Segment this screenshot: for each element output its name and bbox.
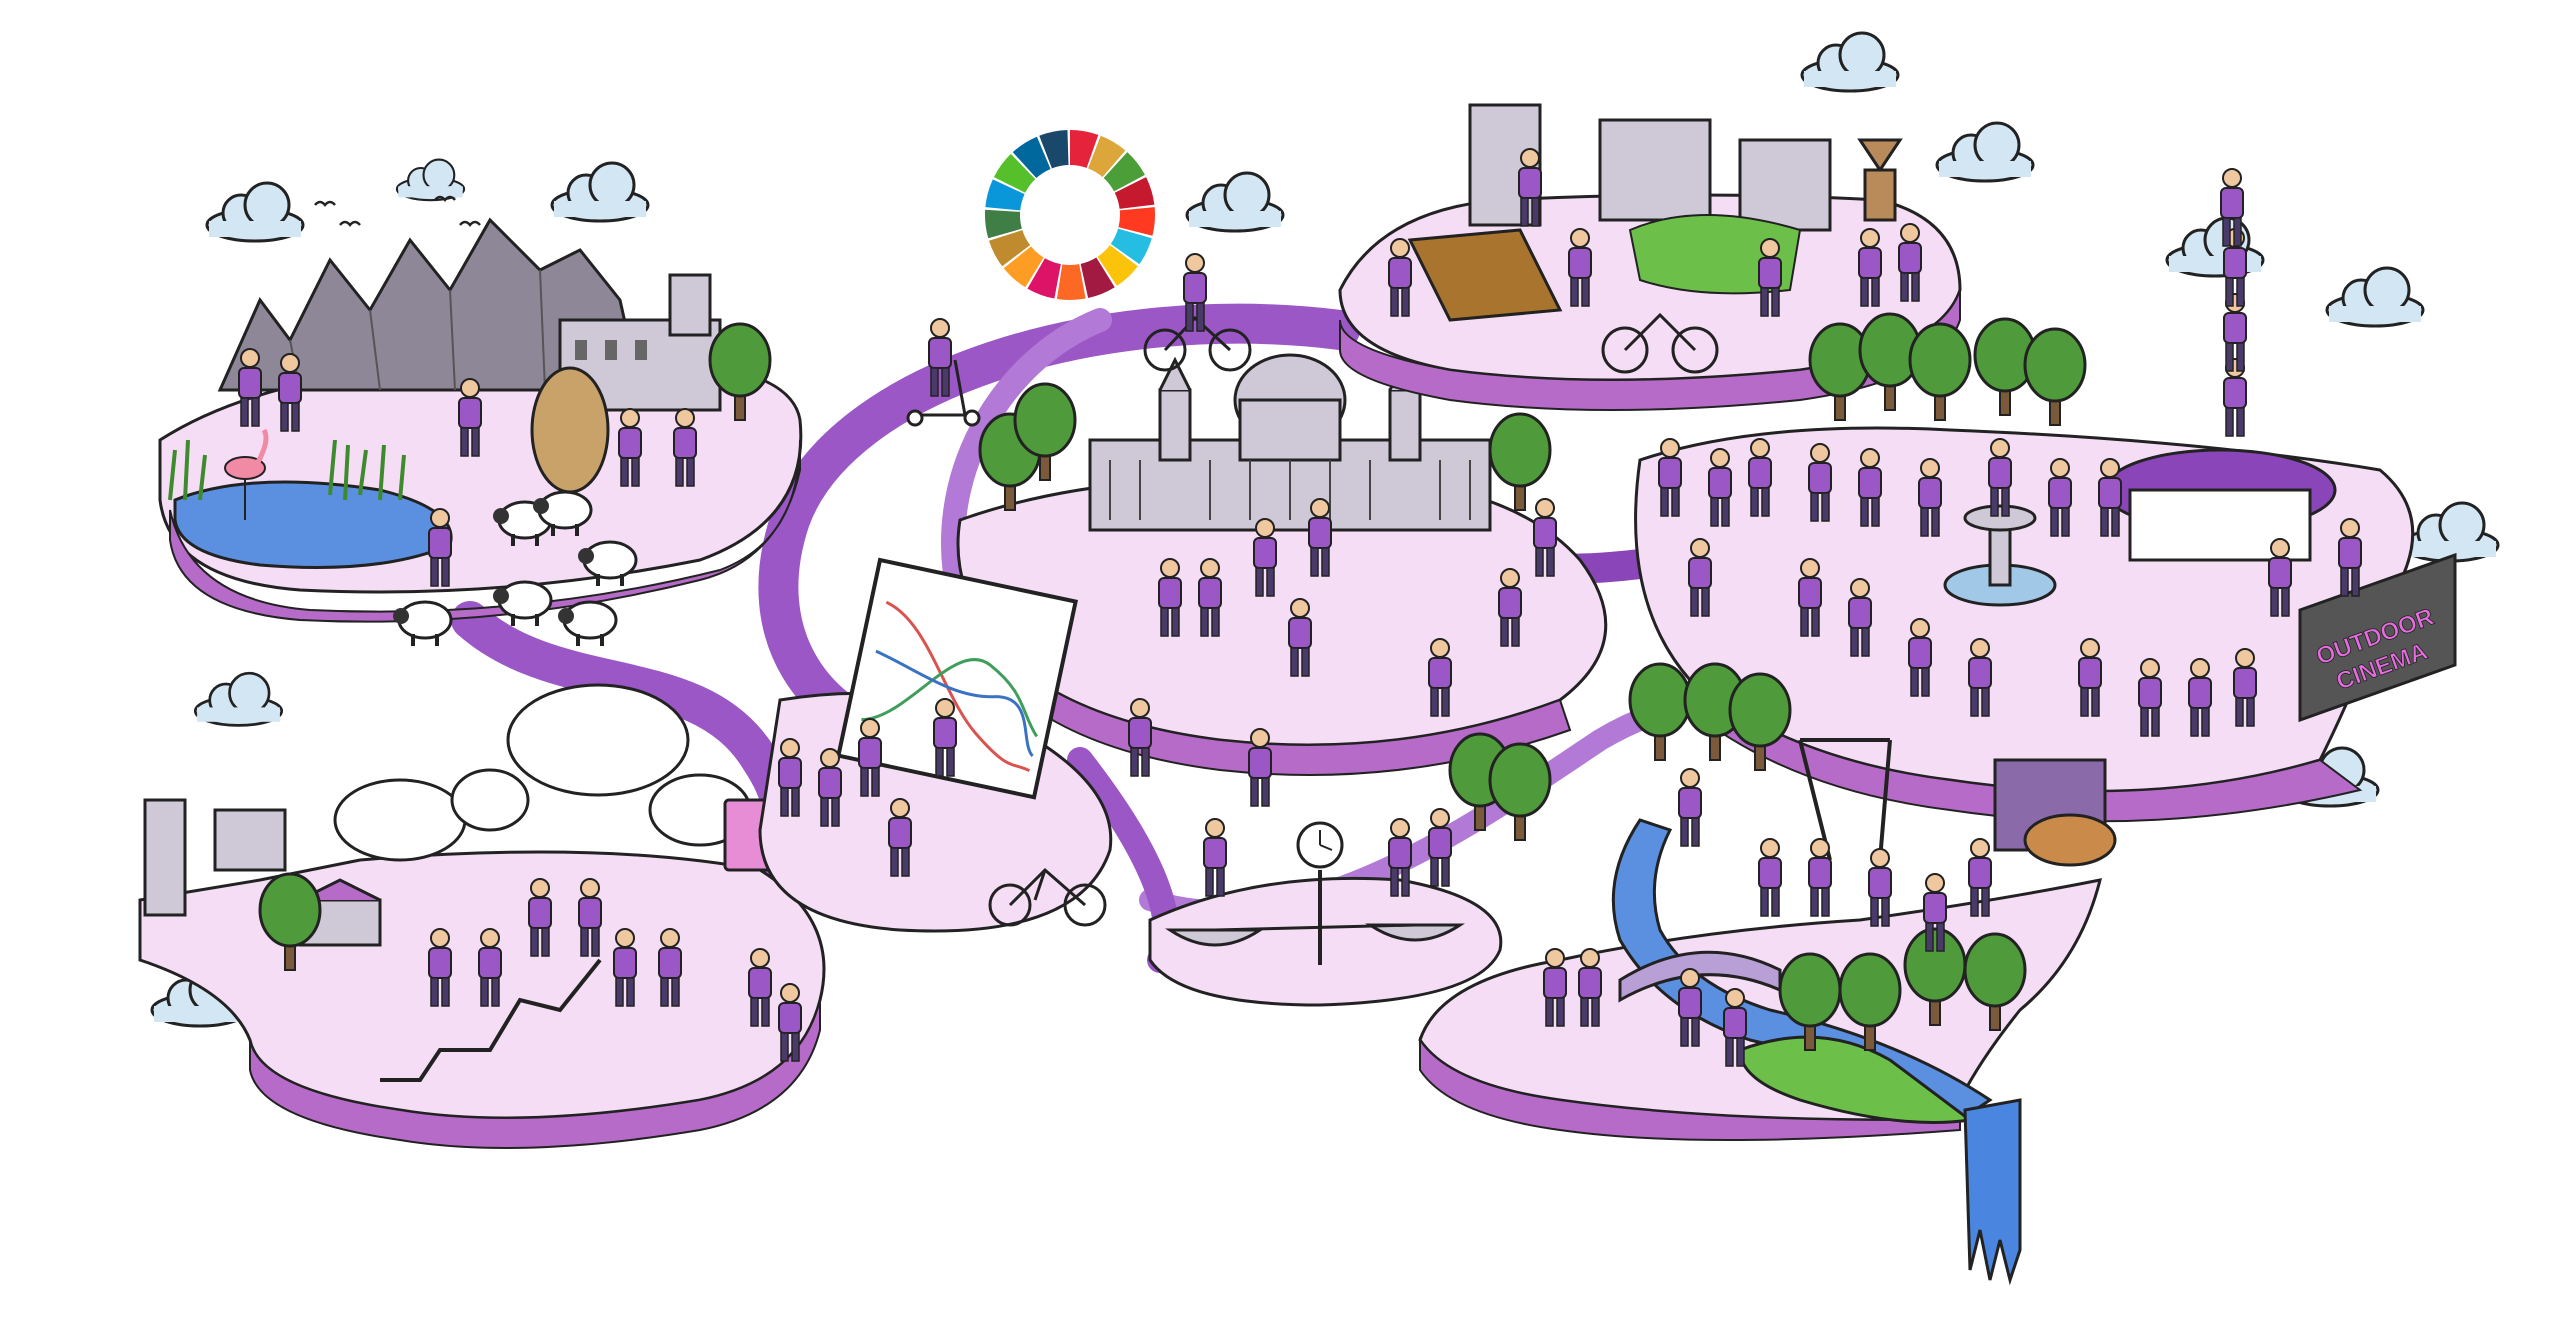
island-nature (158, 217, 803, 648)
birds (313, 195, 482, 227)
island-palace (956, 353, 1608, 776)
island-river-park (1418, 662, 2117, 1286)
cloud-icon (395, 158, 466, 202)
sdg-segment (1027, 258, 1061, 299)
sdg-segment (1114, 177, 1155, 209)
sdg-center (1022, 167, 1118, 263)
waterfall-icon (1963, 1098, 2022, 1286)
cloud-icon (2325, 266, 2425, 328)
island-culture: OUTDOOR CINEMA (1634, 168, 2457, 823)
sdg-segment (1003, 246, 1044, 288)
palace-building (1088, 353, 1492, 532)
sdg-segment (993, 153, 1036, 193)
plaza-chart-board (758, 557, 1272, 933)
sdg-segment (985, 209, 1022, 239)
cloud-icon (550, 161, 650, 223)
cloud-icon (2400, 501, 2500, 563)
sdg-segment (988, 230, 1031, 267)
thought-bubble-icon (333, 683, 752, 862)
scooter-icon (906, 359, 981, 427)
fountain-icon (1943, 504, 2057, 607)
bird-icon (313, 200, 337, 207)
balance-scale-icon (1165, 870, 1465, 965)
monastery (558, 273, 722, 412)
bicycle-icon (988, 867, 1107, 927)
sdg-segment (1080, 257, 1115, 299)
swing-icon (1857, 138, 1903, 222)
sdg-wheel-icon (985, 130, 1155, 300)
sdg-segment (1070, 130, 1099, 168)
bird-icon (458, 220, 482, 227)
sdg-segment (1012, 136, 1051, 179)
sdg-segment (1088, 135, 1126, 178)
bird-icon (338, 220, 362, 227)
sheep-icon (391, 600, 453, 648)
island-community (138, 683, 826, 1149)
cloud-icon (1800, 31, 1900, 93)
sheep-icon (491, 580, 553, 628)
apartment-blocks (143, 798, 382, 947)
cloud-icon (2165, 216, 2265, 278)
reeds (168, 439, 406, 501)
bicycle-icon (1143, 315, 1252, 372)
cloud-icon (1185, 171, 1285, 233)
sdg-segment (985, 179, 1025, 211)
sdg-segment (1103, 152, 1145, 192)
cloud-icon (1935, 121, 2035, 183)
island-balance (1148, 808, 1503, 1007)
sdg-segment (1097, 245, 1138, 286)
sdg-segment (1039, 130, 1069, 169)
bicycle-icon (1601, 312, 1719, 374)
sdg-segment (1110, 228, 1152, 265)
sdg-segment (1056, 264, 1086, 300)
outdoor-cinema-sign: OUTDOOR CINEMA (2298, 552, 2457, 723)
cloud-icon (205, 181, 305, 243)
clock-icon (1296, 821, 1344, 869)
island-urban-garden (1338, 103, 1962, 411)
cloud-icon (193, 671, 284, 727)
flamingo-icon (224, 428, 269, 520)
sdg-segment (1118, 207, 1155, 236)
sheep-icon (556, 600, 618, 648)
